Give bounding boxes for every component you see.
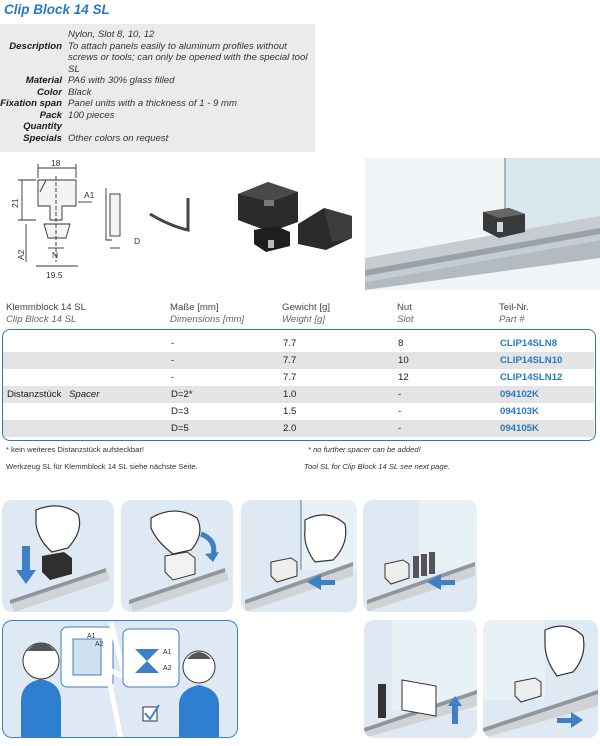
dim-18-label: 18	[51, 158, 61, 168]
step-3-panel	[241, 500, 357, 612]
tool-note-de: Werkzeug SL für Klemmblock 14 SL siehe n…	[6, 462, 198, 471]
table-row: D=5 2.0 - 094105K	[3, 420, 594, 437]
answer-a1-label: A1	[163, 649, 172, 656]
col-header-part: Teil-Nr.Part #	[499, 302, 529, 325]
table-row: D=3 1.5 - 094103K	[3, 403, 594, 420]
hotline-panel: A1 A2 A1 A2	[2, 620, 238, 738]
hotline-a1-label: A1	[87, 633, 96, 640]
dim-n-label: N	[52, 250, 58, 260]
dim-d-label: D	[134, 236, 140, 246]
part-number: 094103K	[500, 406, 539, 417]
dim-a2-label: A2	[16, 249, 26, 260]
answer-a2-label: A2	[163, 665, 172, 672]
spacer-note-de: * kein weiteres Distanzstück aufsteckbar…	[6, 445, 145, 454]
tool-note-en: Tool SL for Clip Block 14 SL see next pa…	[304, 462, 450, 471]
table-row: - 7.7 8 CLIP14SLN8	[3, 335, 594, 352]
part-number: CLIP14SLN10	[500, 355, 563, 366]
step-1-panel	[2, 500, 114, 612]
col-header-dimensions: Maße [mm]Dimensions [mm]	[170, 302, 245, 325]
step-5-panel	[364, 620, 477, 738]
step-2-panel	[121, 500, 233, 612]
col-header-weight: Gewicht [g]Weight [g]	[282, 302, 330, 325]
step-4-panel	[363, 500, 477, 612]
spec-row: Nylon, Slot 8, 10, 12	[68, 29, 155, 40]
part-number: CLIP14SLN12	[500, 372, 563, 383]
dim-a1-label: A1	[84, 190, 95, 200]
technical-drawing: 18 21 A1 A2 D N 19.5	[10, 158, 190, 280]
part-number: 094105K	[500, 423, 539, 434]
parts-table: - 7.7 8 CLIP14SLN8 - 7.7 10 CLIP14SLN10 …	[2, 329, 596, 441]
hotline-a2-label: A2	[95, 641, 104, 648]
part-number: CLIP14SLN8	[500, 338, 558, 349]
page-title: Clip Block 14 SL	[4, 2, 110, 17]
product-photo	[238, 182, 352, 252]
step-6-panel	[483, 620, 598, 738]
table-row: - 7.7 12 CLIP14SLN12	[3, 369, 594, 386]
dim-21-label: 21	[10, 198, 20, 208]
table-row: Distanzstück Spacer D=2* 1.0 - 094102K	[3, 386, 594, 403]
dim-19-label: 19.5	[46, 270, 63, 280]
spacer-note-en: * no further spacer can be added!	[308, 445, 421, 454]
part-number: 094102K	[500, 389, 539, 400]
table-row: - 7.7 10 CLIP14SLN10	[3, 352, 594, 369]
application-photo	[365, 158, 600, 290]
